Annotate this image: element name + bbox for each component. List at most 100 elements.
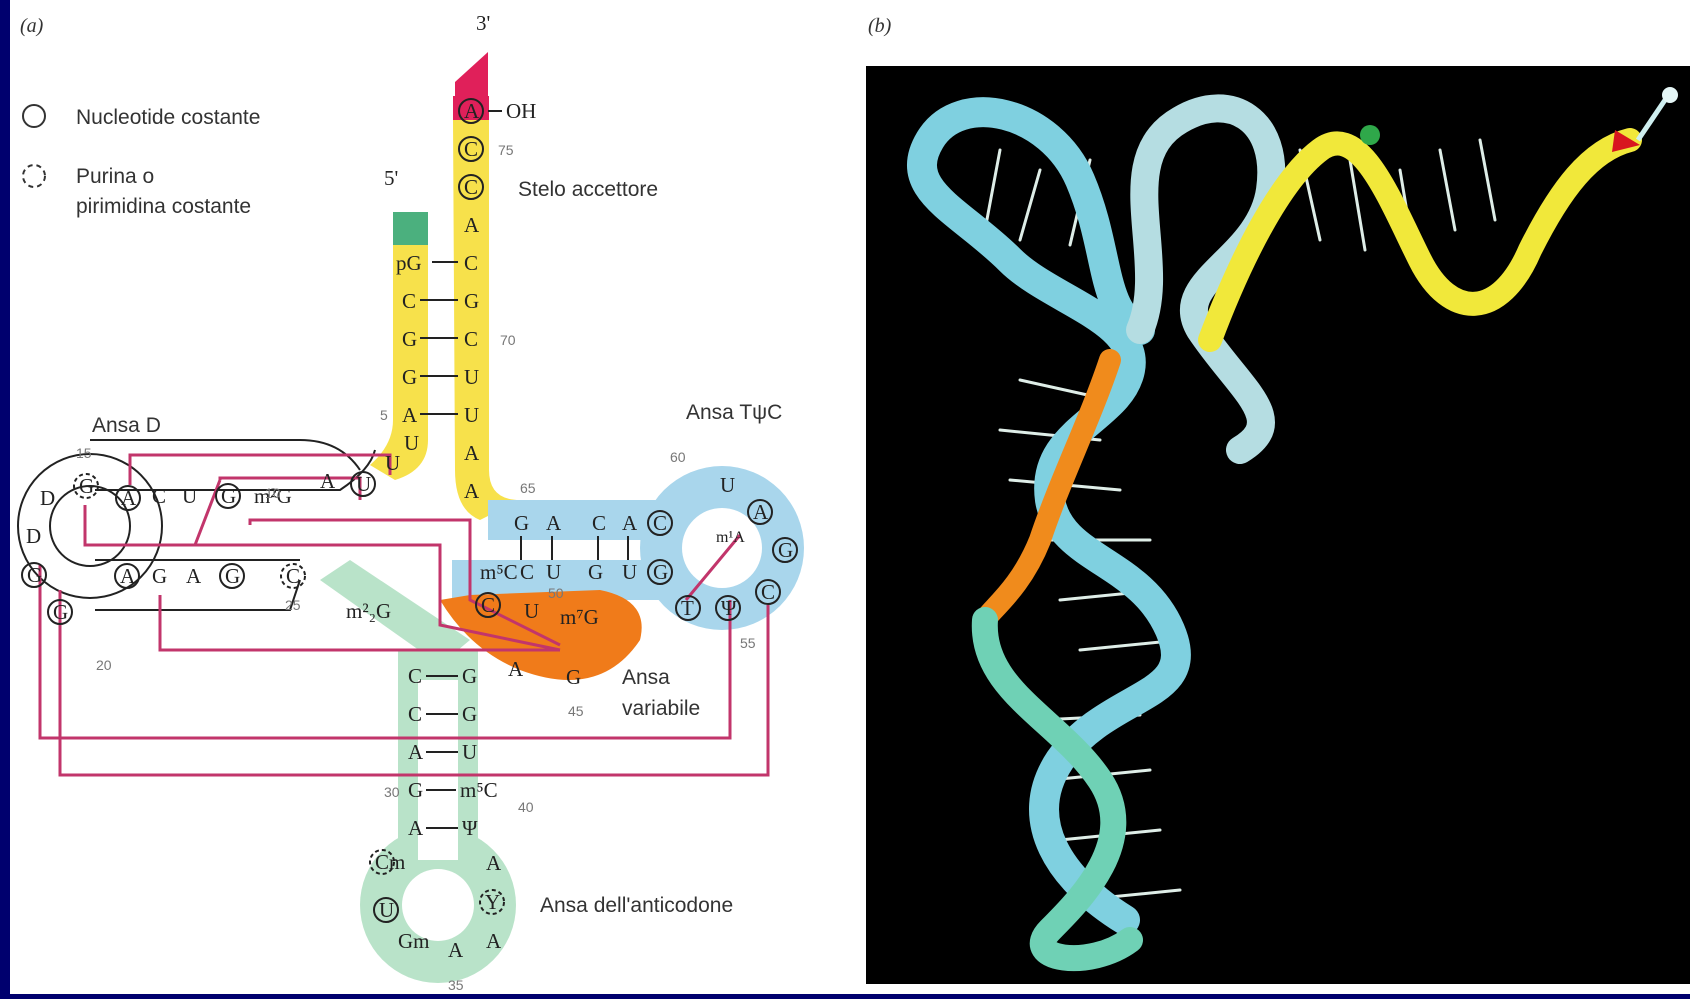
nt-m22g26: m²₂G	[346, 599, 391, 623]
nt-g15: G	[79, 474, 94, 498]
nt-u41: U	[462, 740, 477, 764]
nt-u47: U	[524, 599, 539, 623]
num-75: 75	[498, 142, 514, 158]
num-65: 65	[520, 480, 536, 496]
nt-u59: U	[720, 473, 735, 497]
nt-a5: A	[402, 403, 418, 427]
nt-m7g46: m⁷G	[560, 605, 599, 629]
nt-u52: U	[622, 560, 637, 584]
oh-label: OH	[506, 99, 536, 123]
nt-psi55: Ψ	[721, 596, 737, 620]
nt-g53: G	[653, 560, 668, 584]
nt-u7: U	[385, 451, 400, 475]
nt-g45: G	[566, 665, 581, 689]
num-15: 15	[76, 445, 92, 461]
legend-purine-line2: pirimidina costante	[76, 195, 251, 218]
legend-constant: Nucleotide costante	[76, 106, 260, 129]
green-marker	[1360, 125, 1380, 145]
num-10: 10	[265, 485, 281, 501]
d-loop-label: Ansa D	[92, 414, 161, 437]
num-55: 55	[740, 635, 756, 651]
nt-c56: C	[761, 580, 775, 604]
nt-g24: G	[225, 564, 240, 588]
nt-a36: A	[486, 929, 502, 953]
nt-c2: C	[402, 289, 416, 313]
nt-u8: U	[356, 472, 371, 496]
nt-cm32: Cm	[375, 850, 405, 874]
nt-a9: A	[320, 469, 336, 493]
num-5: 5	[380, 407, 388, 423]
panel-a-label: (a)	[20, 15, 44, 37]
nt-u12: U	[182, 484, 197, 508]
terminal-atom	[1662, 87, 1678, 103]
nt-a67: A	[464, 441, 480, 465]
nt-c62: C	[592, 511, 606, 535]
nt-a35: A	[448, 938, 464, 962]
nt-t54: T	[681, 596, 694, 620]
nt-pg1: pG	[396, 251, 422, 275]
legend-purine-line1: Purina o	[76, 165, 154, 188]
nt-a31: A	[408, 816, 424, 840]
nt-psi39: Ψ	[462, 816, 478, 840]
nt-c27: C	[408, 664, 422, 688]
nt-g19: G	[53, 600, 68, 624]
nt-m5c40: m⁵C	[460, 778, 498, 802]
nt-a58: A	[753, 500, 769, 524]
nt-c25: C	[286, 564, 300, 588]
nt-a44: A	[508, 657, 524, 681]
variable-loop-label-1: Ansa	[622, 666, 670, 689]
num-35: 35	[448, 977, 464, 993]
nt-g3: G	[402, 327, 417, 351]
nt-c72: C	[464, 251, 478, 275]
nt-c13: C	[152, 484, 166, 508]
nt-c60: C	[653, 511, 667, 535]
nt-u69: U	[464, 365, 479, 389]
nt-g22: G	[152, 564, 167, 588]
num-40: 40	[518, 799, 534, 815]
num-70: 70	[500, 332, 516, 348]
nt-g43: G	[462, 664, 477, 688]
nt-a63: A	[546, 511, 562, 535]
nt-g11: G	[221, 484, 236, 508]
nt-c28: C	[408, 702, 422, 726]
nt-g71: G	[464, 289, 479, 313]
num-20: 20	[96, 657, 112, 673]
nt-c48: C	[481, 593, 495, 617]
nt-a38: A	[486, 851, 502, 875]
nt-gm34: Gm	[398, 929, 430, 953]
nt-u33: U	[379, 898, 394, 922]
nt-u50: U	[546, 560, 561, 584]
nt-g51: G	[588, 560, 603, 584]
num-45: 45	[568, 703, 584, 719]
nt-g4: G	[402, 365, 417, 389]
anticodon-loop-label: Ansa dell'anticodone	[540, 894, 733, 917]
nt-a73: A	[464, 213, 480, 237]
nt-c75: C	[464, 137, 478, 161]
tpsic-loop-label: Ansa TψC	[686, 401, 782, 424]
num-30: 30	[384, 784, 400, 800]
nt-g64: G	[514, 511, 529, 535]
variable-loop-label-2: variabile	[622, 697, 700, 720]
three-prime-label: 3'	[476, 11, 490, 35]
nt-c74: C	[464, 175, 478, 199]
num-60: 60	[670, 449, 686, 465]
num-25: 25	[285, 597, 301, 613]
nt-g18: G	[27, 563, 42, 587]
nt-a14: A	[121, 486, 137, 510]
nt-y37: Y	[485, 890, 500, 914]
nt-g42: G	[462, 702, 477, 726]
nt-d16: D	[40, 486, 55, 510]
five-prime-label: 5'	[384, 166, 398, 190]
nt-d17: D	[26, 524, 41, 548]
acceptor-stem-label: Stelo accettore	[518, 178, 658, 201]
nt-g57: G	[778, 538, 793, 562]
nt-u68: U	[464, 403, 479, 427]
nt-c49b: C	[520, 560, 534, 584]
nt-a29: A	[408, 740, 424, 764]
panel-b-label: (b)	[868, 15, 892, 37]
nt-a23: A	[186, 564, 202, 588]
nt-a76: A	[464, 99, 480, 123]
nt-a21: A	[120, 564, 136, 588]
